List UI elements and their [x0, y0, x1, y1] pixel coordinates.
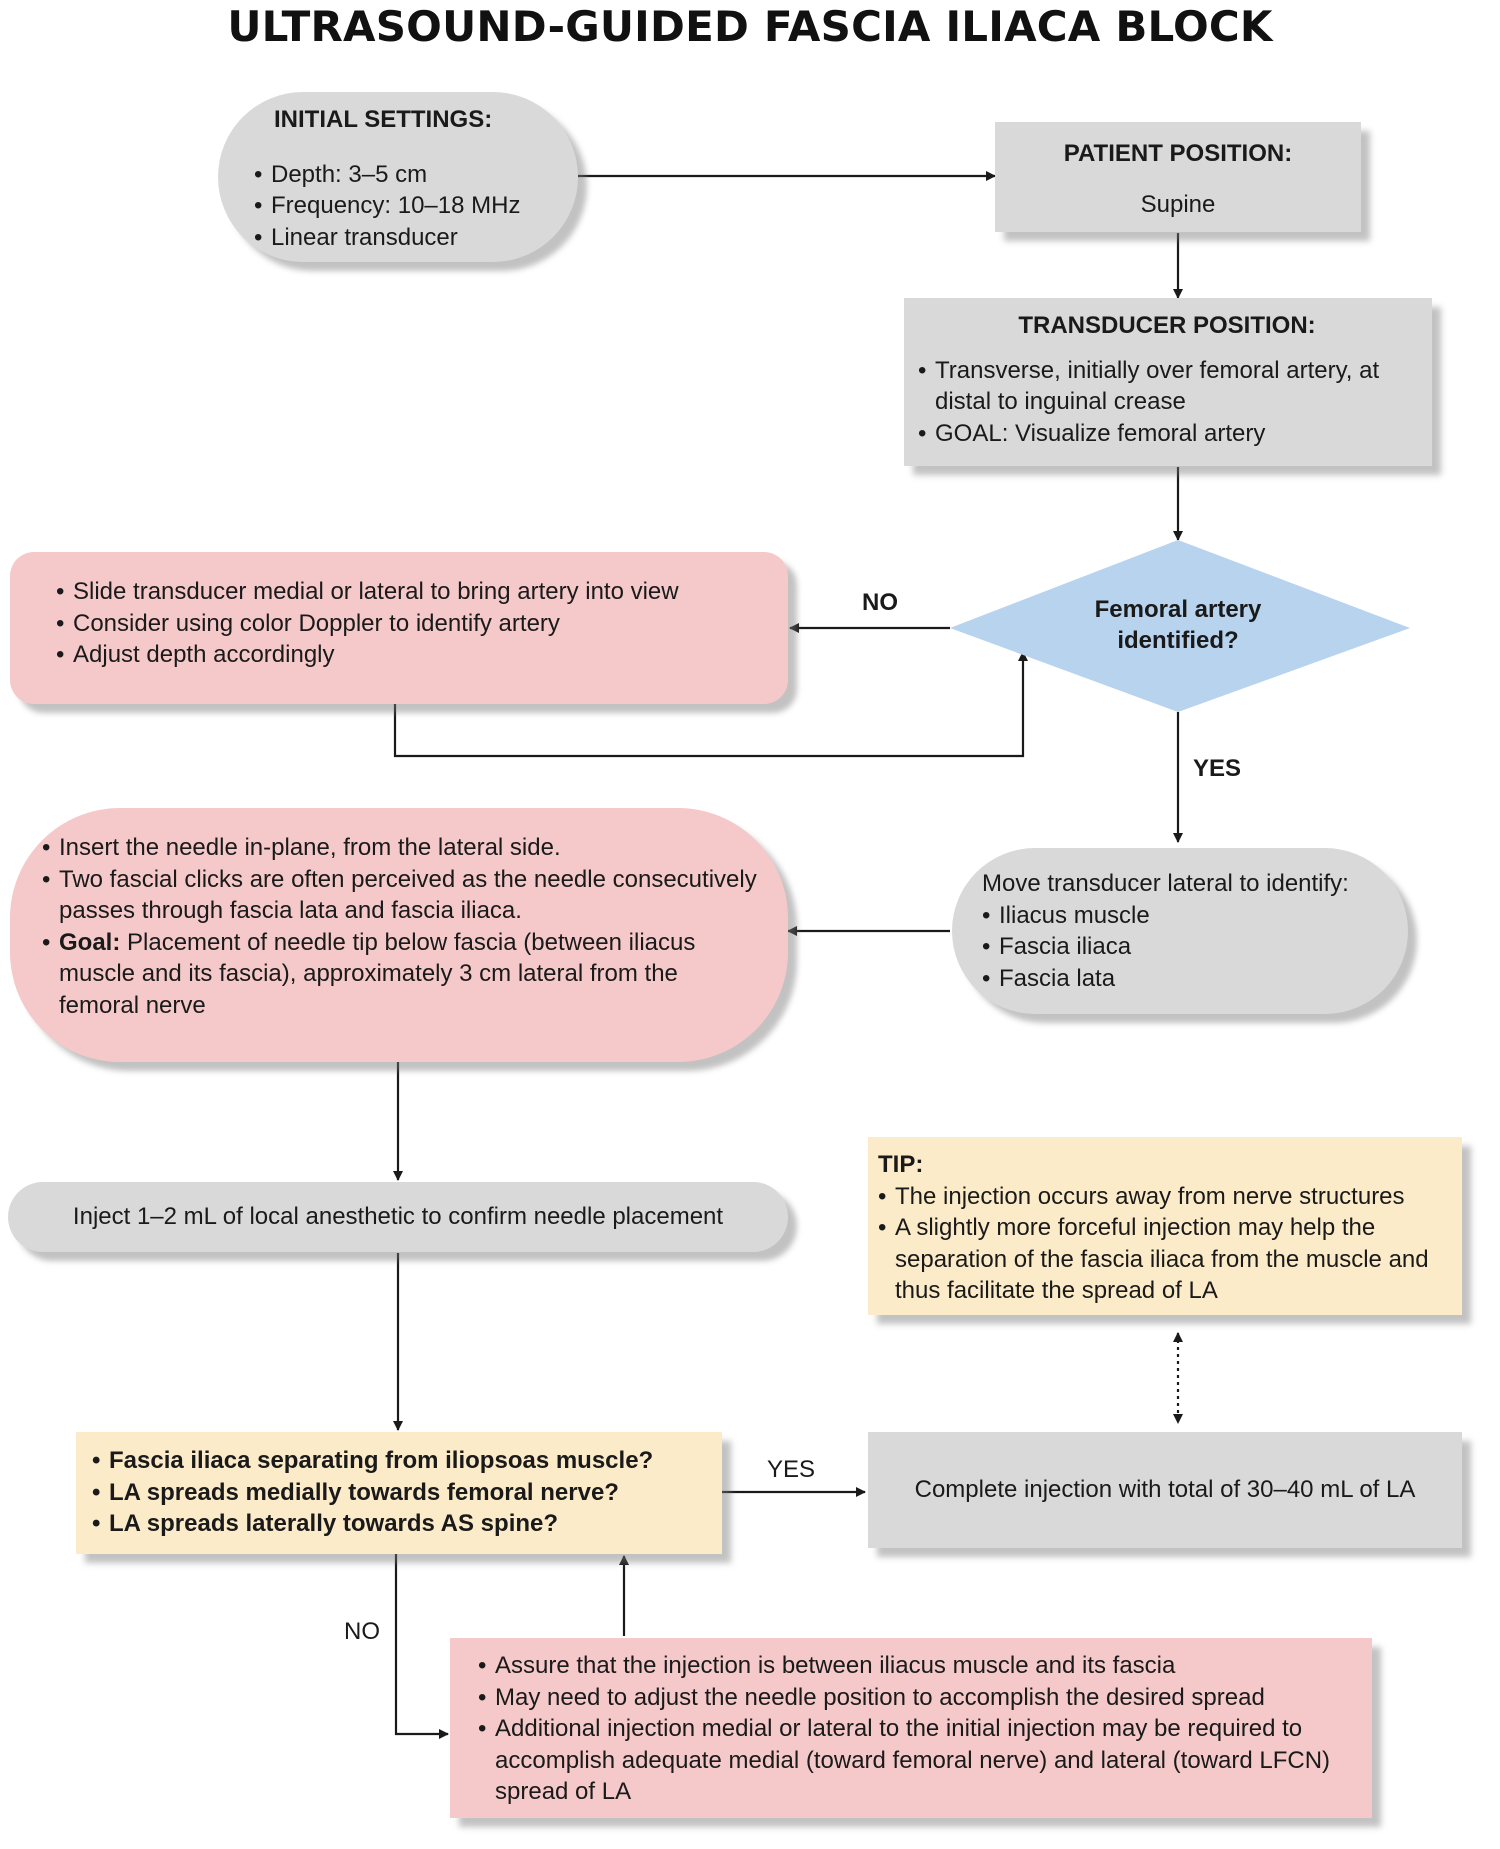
transducer-position-list: Transverse, initially over femoral arter…: [918, 355, 1416, 450]
list-item: A slightly more forceful injection may h…: [878, 1212, 1448, 1307]
list-item: Iliacus muscle: [982, 900, 1408, 932]
patient-position-box: PATIENT POSITION: Supine: [995, 122, 1361, 232]
adjust-list: Assure that the injection is between ili…: [478, 1650, 1356, 1808]
transducer-position-box: TRANSDUCER POSITION: Transverse, initial…: [904, 298, 1432, 466]
list-item: May need to adjust the needle position t…: [478, 1682, 1356, 1714]
list-item-goal: Goal: Placement of needle tip below fasc…: [42, 927, 758, 1022]
move-lateral-box: Move transducer lateral to identify: Ili…: [952, 848, 1408, 1014]
list-item: Two fascial clicks are often perceived a…: [42, 864, 758, 927]
goal-label: Goal:: [59, 928, 121, 956]
move-lateral-heading: Move transducer lateral to identify:: [982, 870, 1349, 897]
list-item: The injection occurs away from nerve str…: [878, 1181, 1448, 1213]
tip-heading: TIP:: [878, 1151, 924, 1178]
list-item: Adjust depth accordingly: [56, 639, 788, 671]
list-item: Additional injection medial or lateral t…: [478, 1713, 1356, 1808]
list-item: Fascia iliaca: [982, 931, 1408, 963]
initial-settings-heading: INITIAL SETTINGS:: [274, 106, 493, 133]
complete-injection-text: Complete injection with total of 30–40 m…: [914, 1476, 1416, 1503]
tip-box: TIP: The injection occurs away from nerv…: [868, 1137, 1462, 1315]
tip-list: The injection occurs away from nerve str…: [878, 1181, 1448, 1307]
list-item: Linear transducer: [254, 222, 578, 254]
list-item: Fascia iliaca separating from iliopsoas …: [92, 1445, 722, 1477]
list-item: Assure that the injection is between ili…: [478, 1650, 1356, 1682]
initial-settings-list: Depth: 3–5 cm Frequency: 10–18 MHz Linea…: [254, 159, 578, 254]
list-item: Slide transducer medial or lateral to br…: [56, 576, 788, 608]
list-item: GOAL: Visualize femoral artery: [918, 418, 1416, 450]
reposition-box: Slide transducer medial or lateral to br…: [10, 552, 788, 704]
arrow-reposition-loop: [393, 651, 1028, 758]
patient-position-heading: PATIENT POSITION:: [1063, 140, 1293, 167]
initial-settings-box: INITIAL SETTINGS: Depth: 3–5 cm Frequenc…: [218, 92, 578, 262]
list-item: Transverse, initially over femoral arter…: [918, 355, 1416, 418]
list-item: LA spreads laterally towards AS spine?: [92, 1508, 722, 1540]
list-item: Frequency: 10–18 MHz: [254, 190, 578, 222]
complete-injection-box: Complete injection with total of 30–40 m…: [868, 1432, 1462, 1548]
list-item: Fascia lata: [982, 963, 1408, 995]
insert-needle-box: Insert the needle in-plane, from the lat…: [10, 808, 788, 1062]
list-item: Consider using color Doppler to identify…: [56, 608, 788, 640]
list-item: Insert the needle in-plane, from the lat…: [42, 832, 758, 864]
check-no-label: NO: [344, 1618, 380, 1645]
insert-needle-list: Insert the needle in-plane, from the lat…: [42, 832, 758, 1021]
move-lateral-list: Iliacus muscle Fascia iliaca Fascia lata: [982, 900, 1408, 995]
decision-artery-text: Femoral artery identified?: [1094, 596, 1262, 654]
decision-no-label: NO: [862, 589, 898, 616]
transducer-position-heading: TRANSDUCER POSITION:: [1018, 312, 1316, 339]
list-item: LA spreads medially towards femoral nerv…: [92, 1477, 722, 1509]
check-yes-label: YES: [767, 1456, 816, 1483]
inject-test-text: Inject 1–2 mL of local anesthetic to con…: [72, 1203, 724, 1230]
diagram-title: ULTRASOUND-GUIDED FASCIA ILIACA BLOCK: [227, 2, 1273, 51]
check-spread-box: Fascia iliaca separating from iliopsoas …: [76, 1432, 722, 1554]
goal-text: Placement of needle tip below fascia (be…: [59, 928, 696, 1019]
reposition-list: Slide transducer medial or lateral to br…: [56, 576, 788, 671]
check-spread-list: Fascia iliaca separating from iliopsoas …: [92, 1445, 722, 1540]
patient-position-text: Supine: [1140, 190, 1216, 218]
inject-test-box: Inject 1–2 mL of local anesthetic to con…: [8, 1182, 788, 1252]
decision-yes-label: YES: [1193, 755, 1242, 782]
list-item: Depth: 3–5 cm: [254, 159, 578, 191]
decision-diamond-shape: [950, 540, 1410, 712]
adjust-box: Assure that the injection is between ili…: [450, 1638, 1372, 1818]
arrow-check-no: [394, 1553, 449, 1739]
